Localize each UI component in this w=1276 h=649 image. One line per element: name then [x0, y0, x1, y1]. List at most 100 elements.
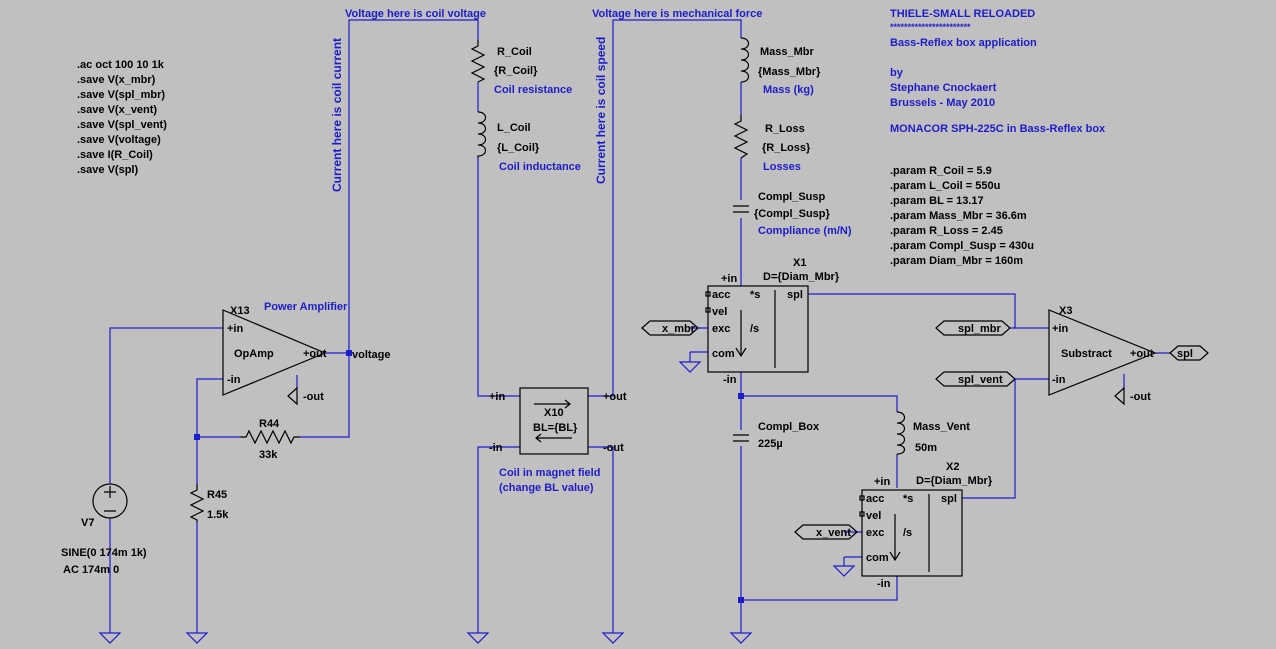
header-speaker: MONACOR SPH-225C in Bass-Reflex box: [890, 123, 1106, 135]
resistor-r44-icon[interactable]: [240, 429, 300, 445]
net-flags: [641, 320, 1209, 540]
wires: [109, 19, 1170, 633]
x1-pin-acc: acc: [712, 289, 730, 301]
r44-value: 33k: [259, 449, 278, 461]
header-place-date: Brussels - May 2010: [890, 97, 995, 109]
wire-x10-inn: [477, 446, 520, 633]
note-losses: Losses: [763, 161, 801, 173]
inductor-massvent-icon[interactable]: [896, 411, 906, 455]
source-circle-icon: [92, 483, 128, 519]
directive-line: .save V(spl_mbr): [77, 89, 165, 101]
directive-line: .save V(spl): [77, 164, 138, 176]
lcoil-name: L_Coil: [497, 122, 531, 134]
capacitor-csusp-icon[interactable]: [733, 205, 749, 213]
wire-x2-inn: [741, 576, 898, 601]
note-compliance: Compliance (m/N): [758, 225, 852, 237]
x1-op-div: /s: [750, 323, 759, 335]
bl-block-body: [519, 387, 589, 455]
note-coil-speed: Current here is coil speed: [594, 37, 608, 184]
source-v7[interactable]: [92, 483, 128, 519]
r44-name: R44: [259, 418, 280, 430]
x2-pin-inn: -in: [877, 578, 891, 590]
v7-name: V7: [81, 517, 94, 529]
x10-pin-inp: +in: [489, 391, 505, 403]
ground-icon: [678, 361, 702, 373]
arrow-down-icon: [889, 514, 901, 562]
r45-name: R45: [207, 489, 227, 501]
x3-pin-out: +out: [1130, 348, 1154, 360]
x1-pin-in: +in: [721, 273, 737, 285]
x1-pin-spl: spl: [787, 289, 803, 301]
x13-pin-outn: -out: [303, 391, 324, 403]
wire-x10-out-top: [588, 19, 742, 397]
net-flag-splmbr-icon: [935, 320, 1011, 336]
net-flag-splvent-icon: [935, 371, 1016, 387]
junction-voltage: [346, 350, 352, 356]
directive-line: .save V(spl_vent): [77, 119, 167, 131]
x13-body: OpAmp: [234, 348, 274, 360]
x2-op-div: /s: [903, 527, 912, 539]
param-line: .param BL = 13.17: [890, 195, 984, 207]
capacitor-cbox-icon[interactable]: [733, 434, 749, 442]
x3-body: Substract: [1061, 348, 1112, 360]
rcoil-name: R_Coil: [497, 46, 532, 58]
inductor-massmbr-icon[interactable]: [740, 37, 750, 83]
junction-box-bottom: [738, 597, 744, 603]
massvent-name: Mass_Vent: [913, 421, 970, 433]
wire-voltage-top: [348, 19, 479, 353]
resistor-r45-icon[interactable]: [189, 484, 205, 522]
param-list: .param R_Coil = 5.9 .param L_Coil = 550u…: [890, 165, 1034, 267]
directive-line: .save V(voltage): [77, 134, 161, 146]
resistor-rcoil-icon[interactable]: [470, 40, 486, 83]
ground-symbols: [98, 361, 856, 644]
x3-name: X3: [1059, 305, 1072, 317]
note-mass: Mass (kg): [763, 84, 814, 96]
lcoil-value: {L_Coil}: [497, 142, 540, 154]
header-subtitle: Bass-Reflex box application: [890, 37, 1037, 49]
x13-name: X13: [230, 305, 250, 317]
x2-pin-vel: vel: [866, 510, 881, 522]
x3-pin-outn: -out: [1130, 391, 1151, 403]
subtractor-outn-marker-icon: [1114, 386, 1125, 406]
subtractor-triangle-icon: [1048, 309, 1157, 396]
cbox-value: 225µ: [758, 438, 783, 450]
net-label-voltage: voltage: [352, 349, 391, 361]
junction-r44-r45: [194, 434, 200, 440]
block-x1[interactable]: [705, 285, 809, 373]
block-x2[interactable]: [859, 489, 963, 577]
x2-pin-com: com: [866, 552, 889, 564]
param-line: .param Compl_Susp = 430u: [890, 240, 1034, 252]
x3-pin-inn: -in: [1052, 374, 1066, 386]
block-x1-body: [707, 285, 809, 373]
header-stars: ***********************: [890, 22, 971, 32]
x1-pin-exc: exc: [712, 323, 730, 335]
pin-acc-marker: [859, 495, 865, 501]
wire-x1-spl: [808, 293, 1049, 329]
param-line: .param R_Coil = 5.9: [890, 165, 992, 177]
x2-pin-exc: exc: [866, 527, 884, 539]
x13-pin-inp: +in: [227, 323, 243, 335]
massvent-value: 50m: [915, 442, 937, 454]
param-line: .param L_Coil = 550u: [890, 180, 1000, 192]
note-coil-resistance: Coil resistance: [494, 84, 572, 96]
rloss-name: R_Loss: [765, 123, 805, 135]
resistor-rloss-icon[interactable]: [733, 115, 749, 159]
directive-line: .save V(x_vent): [77, 104, 157, 116]
opamp-x13[interactable]: [222, 309, 327, 406]
ground-icon: [601, 632, 625, 644]
arrow-left-icon: [535, 433, 572, 443]
pin-acc-marker: [705, 291, 711, 297]
bl-block-x10[interactable]: [519, 387, 589, 455]
x10-name: X10: [544, 407, 564, 419]
net-label-spl: spl: [1177, 348, 1193, 360]
directive-line: .ac oct 100 10 1k: [77, 59, 165, 71]
subtractor-x3[interactable]: [1048, 309, 1157, 406]
v7-value-2: AC 174m 0: [63, 564, 119, 576]
param-line: .param R_Loss = 2.45: [890, 225, 1003, 237]
x13-pin-inn: -in: [227, 374, 241, 386]
directive-line: .save V(x_mbr): [77, 74, 156, 86]
x1-pin-vel: vel: [712, 306, 727, 318]
x2-pin-in: +in: [874, 476, 890, 488]
inductor-lcoil-icon[interactable]: [477, 111, 487, 158]
net-flag-xvent-icon: [794, 524, 858, 540]
